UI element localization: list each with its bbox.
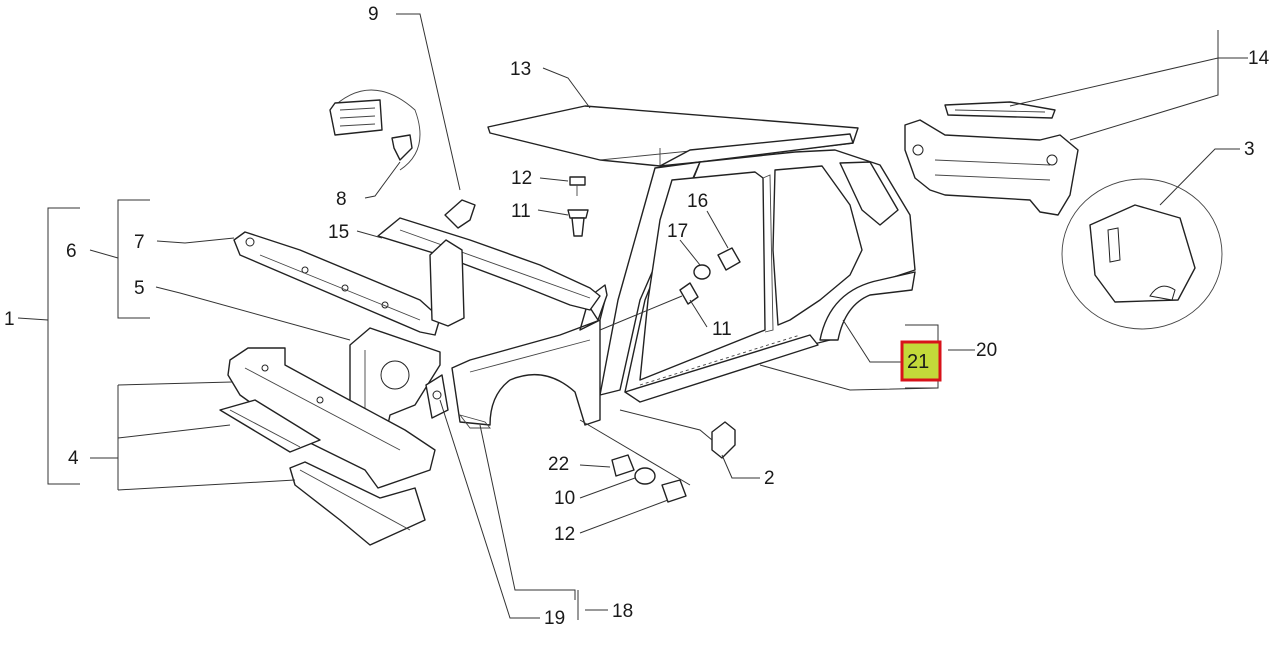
label-11-top[interactable]: 11 [511, 201, 531, 222]
body-shell [487, 105, 916, 403]
leader-lines [17, 13, 1248, 620]
fasteners [567, 176, 741, 503]
label-21[interactable]: 21 [907, 351, 929, 373]
label-7[interactable]: 7 [134, 232, 145, 253]
label-15[interactable]: 15 [328, 222, 349, 243]
label-12-top[interactable]: 12 [511, 168, 532, 189]
label-18[interactable]: 18 [612, 601, 633, 622]
lower-crossmembers [219, 347, 436, 546]
inset-detail-8 [329, 89, 421, 171]
label-11-mid[interactable]: 11 [712, 319, 732, 340]
label-10[interactable]: 10 [554, 488, 575, 509]
label-17[interactable]: 17 [667, 221, 688, 242]
label-19[interactable]: 19 [544, 608, 565, 629]
label-16[interactable]: 16 [687, 191, 708, 212]
strut-brace [377, 199, 601, 327]
label-14[interactable]: 14 [1248, 48, 1270, 69]
rear-panel [904, 101, 1079, 216]
highlight-box-21[interactable] [900, 340, 942, 382]
label-22[interactable]: 22 [548, 454, 569, 475]
label-9[interactable]: 9 [368, 4, 379, 25]
label-3[interactable]: 3 [1244, 139, 1255, 160]
upper-crossmember [233, 231, 441, 336]
label-8[interactable]: 8 [336, 189, 347, 210]
label-12-bottom[interactable]: 12 [554, 524, 575, 545]
label-1[interactable]: 1 [4, 309, 15, 330]
label-4[interactable]: 4 [68, 448, 79, 469]
label-5[interactable]: 5 [134, 278, 145, 299]
label-6[interactable]: 6 [66, 241, 77, 262]
label-13[interactable]: 13 [510, 59, 531, 80]
label-2[interactable]: 2 [764, 468, 775, 489]
inset-detail-3 [1061, 178, 1223, 330]
part-labels: 1 2 3 4 5 6 7 8 9 10 11 11 12 12 13 14 1… [4, 4, 1270, 629]
label-20[interactable]: 20 [976, 340, 997, 361]
